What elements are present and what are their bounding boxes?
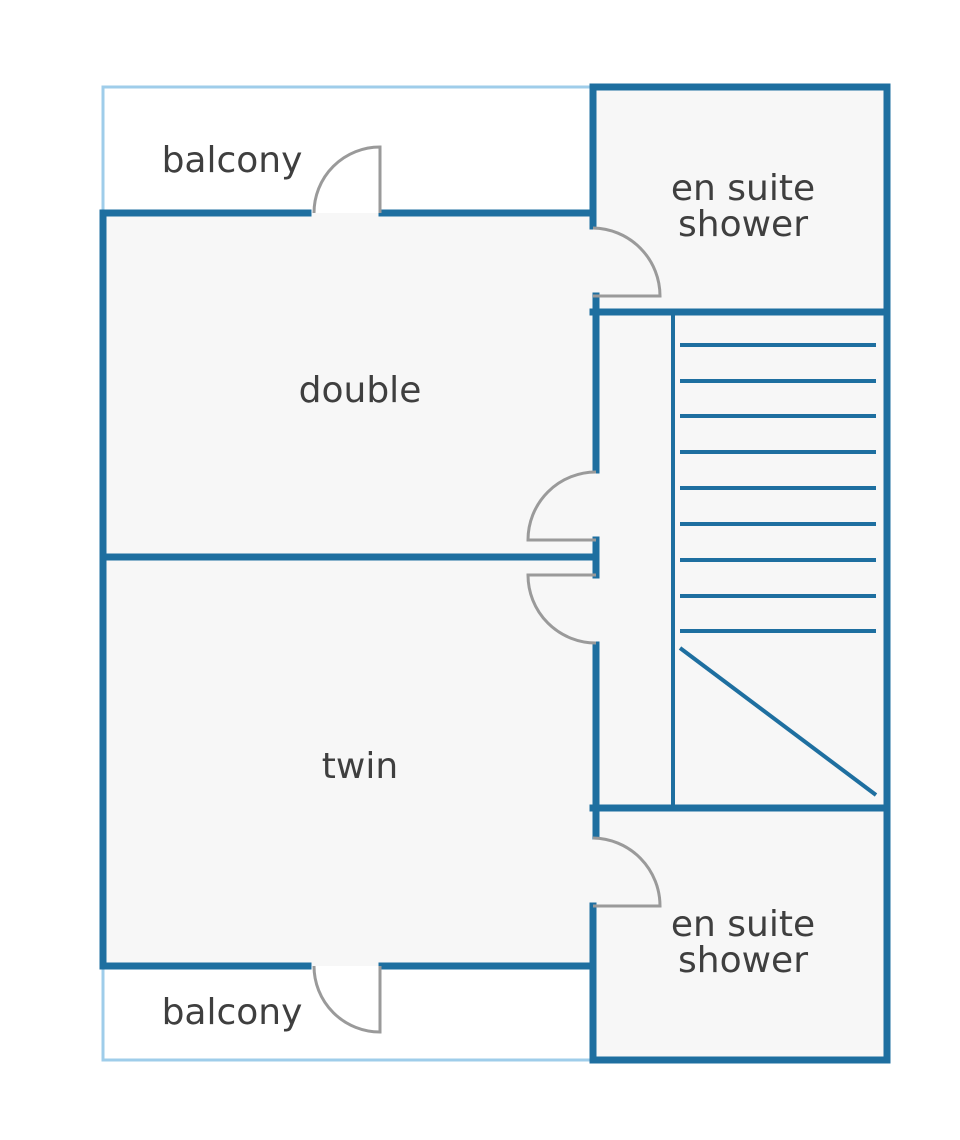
walls [99, 83, 891, 1064]
balcony-bottom-door [312, 965, 382, 1034]
twin-floor [103, 558, 593, 966]
ensuite-bottom-door [592, 836, 662, 908]
doors [312, 145, 662, 1034]
twin-label: twin [322, 746, 398, 787]
stair-landing-diagonal [678, 646, 878, 797]
balcony-top-rail [101, 85, 593, 213]
room-labels: balcony en suite shower double twin en s… [162, 140, 816, 1033]
ensuite-bottom-floor [593, 808, 887, 1060]
balcony-bottom-label: balcony [162, 992, 303, 1033]
staircase [671, 312, 878, 808]
ensuite-top-floor [593, 87, 887, 312]
ensuite-bottom-label-line2: shower [678, 940, 808, 981]
double-floor [103, 213, 593, 556]
ensuite-top-label-line2: shower [678, 204, 808, 245]
balcony-bottom-rail [101, 966, 593, 1062]
balcony-top-label: balcony [162, 140, 303, 181]
double-hall-door [526, 470, 597, 542]
ensuite-top-door [592, 226, 662, 298]
double-label: double [299, 370, 422, 411]
twin-hall-door [526, 573, 597, 645]
floor-fills [103, 87, 887, 1060]
ensuite-bottom-label-line1: en suite [671, 904, 815, 945]
balcony-top-door [312, 145, 382, 214]
ensuite-top-label-line1: en suite [671, 168, 815, 209]
balcony-rails [101, 85, 593, 1062]
